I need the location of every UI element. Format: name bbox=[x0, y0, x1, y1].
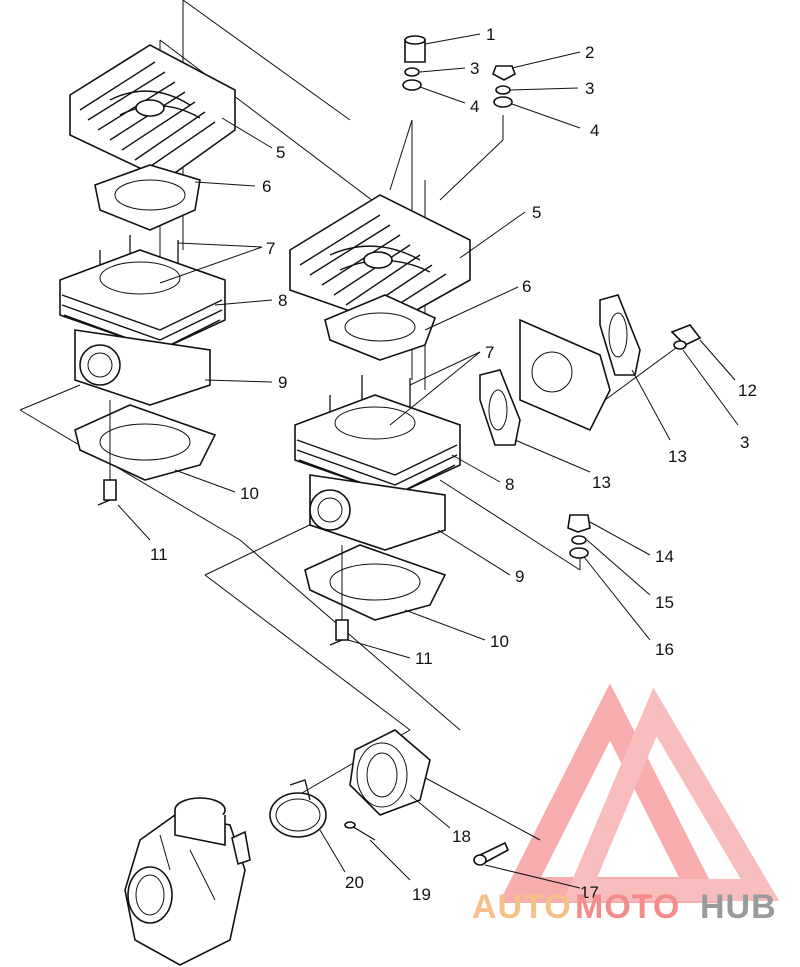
intake-flange-assembly bbox=[479, 294, 702, 446]
callout-12: 12 bbox=[738, 381, 757, 400]
callout-5: 5 bbox=[276, 143, 285, 162]
watermark-auto: AUTO bbox=[472, 888, 572, 926]
callout-16: 16 bbox=[655, 640, 674, 659]
callout-13: 13 bbox=[668, 447, 687, 466]
head-gasket-left bbox=[94, 164, 201, 231]
watermark-hub: HUB bbox=[700, 888, 777, 926]
base-gasket-right bbox=[304, 544, 447, 646]
callout-10: 10 bbox=[490, 632, 509, 651]
callout-9: 9 bbox=[278, 373, 287, 392]
intake-boot bbox=[349, 729, 431, 816]
cylinder-right bbox=[294, 375, 461, 551]
callout-3: 3 bbox=[740, 433, 749, 452]
callout-6: 6 bbox=[522, 277, 531, 296]
callout-labels: 1 2 3 3 3 4 4 5 5 6 6 7 7 8 8 9 9 10 10 … bbox=[150, 25, 757, 904]
callout-7: 7 bbox=[485, 343, 494, 362]
callout-20: 20 bbox=[345, 873, 364, 892]
callout-11: 11 bbox=[150, 545, 168, 564]
hose-clamp bbox=[269, 779, 327, 838]
callout-5: 5 bbox=[532, 203, 541, 222]
callout-9: 9 bbox=[515, 567, 524, 586]
callout-7: 7 bbox=[266, 239, 275, 258]
callout-3: 3 bbox=[585, 79, 594, 98]
callout-19: 19 bbox=[412, 885, 431, 904]
callout-13: 13 bbox=[592, 473, 611, 492]
cylinder-left bbox=[59, 235, 226, 406]
callout-3: 3 bbox=[470, 59, 479, 78]
callout-17: 17 bbox=[580, 883, 599, 902]
intake-bolt bbox=[473, 841, 510, 866]
watermark-text: AUTO MOTO HUB bbox=[472, 888, 777, 926]
callout-2: 2 bbox=[585, 43, 594, 62]
leader-lines bbox=[117, 33, 739, 889]
callout-8: 8 bbox=[278, 291, 287, 310]
hardware-top bbox=[402, 35, 516, 108]
callout-6: 6 bbox=[262, 177, 271, 196]
callout-4: 4 bbox=[470, 97, 479, 116]
callout-11: 11 bbox=[415, 649, 433, 668]
cylinder-head-right bbox=[289, 194, 471, 326]
watermark-moto: MOTO bbox=[575, 888, 680, 926]
head-gasket-right bbox=[324, 294, 437, 361]
carburetor bbox=[124, 797, 251, 966]
callout-18: 18 bbox=[452, 827, 471, 846]
callout-8: 8 bbox=[505, 475, 514, 494]
watermark-logo bbox=[498, 683, 780, 903]
callout-4: 4 bbox=[590, 121, 599, 140]
cylinder-head-left bbox=[69, 44, 236, 181]
callout-15: 15 bbox=[655, 593, 674, 612]
callout-14: 14 bbox=[655, 547, 674, 566]
callout-1: 1 bbox=[486, 25, 495, 44]
intake-screw bbox=[344, 821, 376, 841]
callout-10: 10 bbox=[240, 484, 259, 503]
base-gasket-left bbox=[74, 400, 217, 506]
hardware-right bbox=[567, 514, 591, 559]
